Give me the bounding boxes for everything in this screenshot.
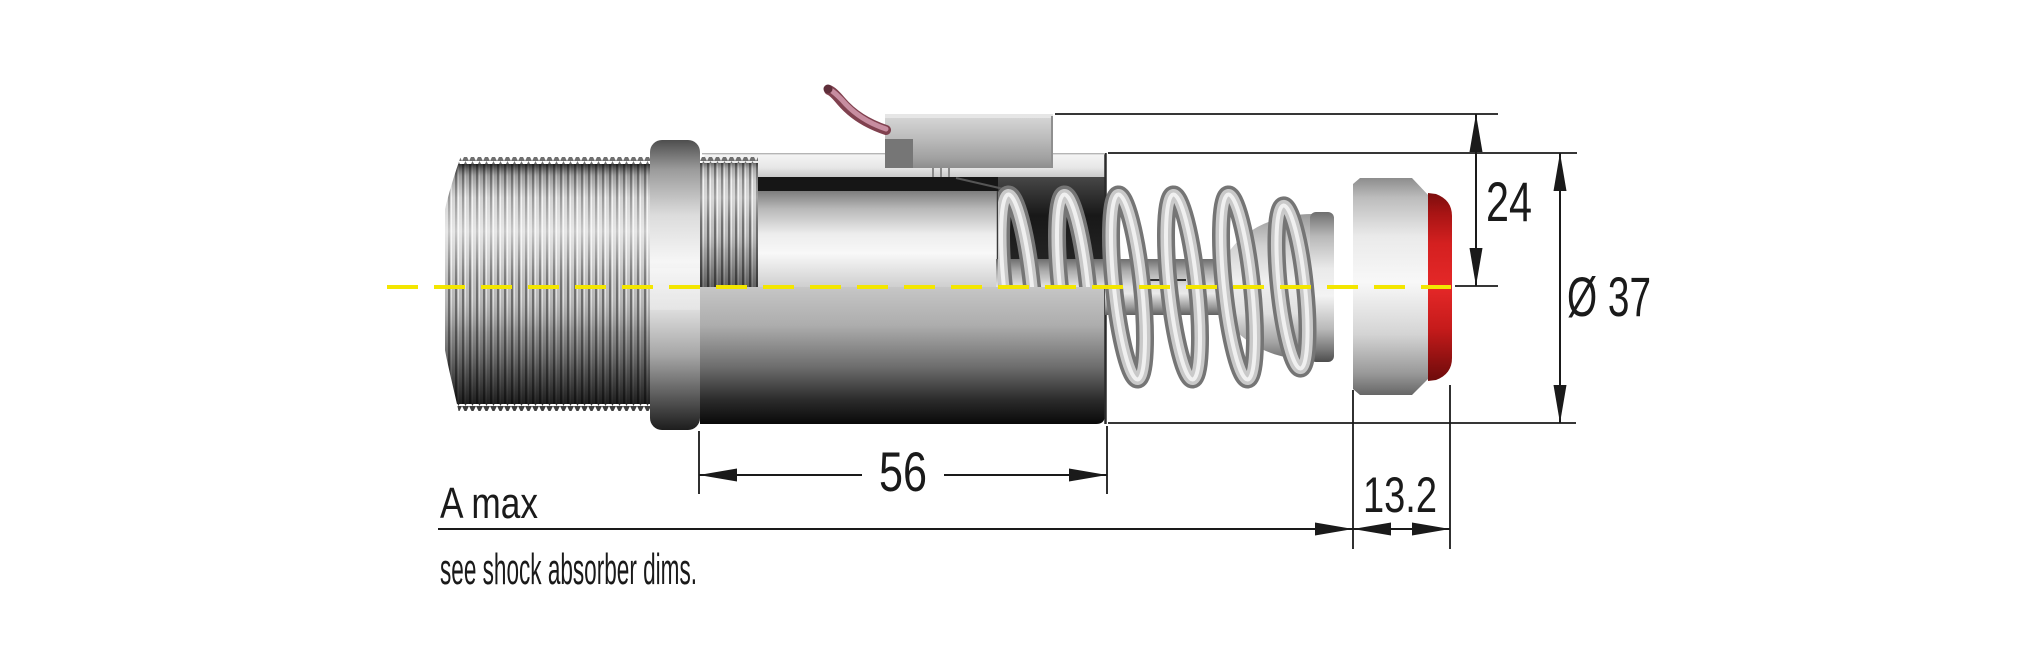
dimension-lines: 56 24 Ø 37 13.2 A max see sho — [438, 113, 1651, 594]
neck-threads — [700, 163, 758, 287]
dim-56: 56 — [699, 440, 1107, 503]
dim-24: 24 — [1469, 114, 1532, 286]
sensor-wire — [823, 84, 891, 135]
threaded-stem — [408, 153, 652, 413]
dim-diameter-37: Ø 37 — [1553, 153, 1651, 423]
inner-tube — [758, 191, 998, 287]
body-shell — [700, 287, 1105, 424]
neck-thread-crest — [700, 157, 758, 163]
wire-tip — [823, 84, 833, 94]
cylinder-body — [700, 152, 1107, 424]
sensor-block — [885, 114, 1053, 168]
dim-24-label: 24 — [1486, 170, 1532, 233]
dim-13-2: 13.2 — [1353, 467, 1450, 536]
inner-tube-shadow — [758, 177, 998, 191]
dim-56-label: 56 — [879, 440, 927, 503]
dim-a-max: A max see shock absorber dims. — [438, 479, 1353, 594]
dim-diameter-label: Ø 37 — [1567, 265, 1651, 328]
a-max-note: see shock absorber dims. — [440, 545, 697, 594]
break-line — [408, 153, 462, 413]
band-step — [955, 177, 1009, 191]
a-max-label: A max — [440, 479, 538, 528]
dim-13-2-label: 13.2 — [1363, 467, 1437, 523]
